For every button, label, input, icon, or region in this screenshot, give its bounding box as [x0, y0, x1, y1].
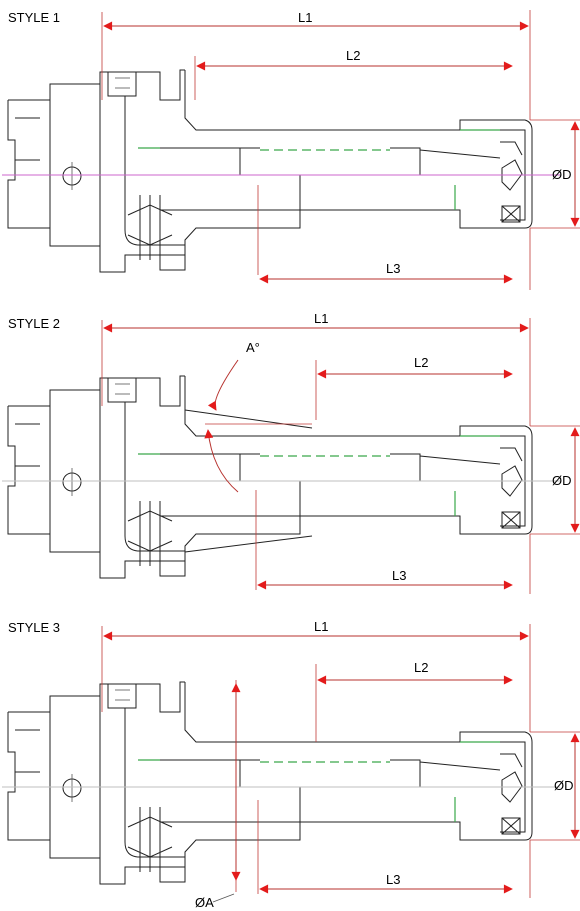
style-2-holder [7, 375, 533, 579]
style-2-l1-label: L1 [314, 311, 328, 326]
style-3-l3-label: L3 [386, 872, 400, 887]
style-3-group: STYLE 3 L1 L2 L3 ØD ØA [2, 619, 580, 910]
style-2-title: STYLE 2 [8, 316, 60, 331]
style-3-a-label: ØA [195, 895, 214, 910]
style-2-angle-arrow-top [207, 359, 239, 411]
style-2-group: STYLE 2 A° L1 L2 L3 ØD [2, 311, 580, 594]
style-2-l3-label: L3 [392, 568, 406, 583]
style-2-d-label: ØD [552, 473, 572, 488]
style-3-title: STYLE 3 [8, 620, 60, 635]
style-2-taper-top [184, 409, 313, 429]
style-1-group: STYLE 1 L1 L2 L3 ØD [2, 10, 580, 290]
style-1-d-label: ØD [552, 167, 572, 182]
style-1-l2-label: L2 [346, 48, 360, 63]
style-2-angle-arc [204, 429, 239, 493]
style-1-l1-label: L1 [298, 10, 312, 25]
style-2-l2-label: L2 [414, 355, 428, 370]
style-1-title: STYLE 1 [8, 10, 60, 25]
style-3-holder [7, 681, 533, 885]
style-3-l2-label: L2 [414, 660, 428, 675]
style-1-holder [7, 69, 533, 273]
style-2-angle-label: A° [246, 340, 260, 355]
style-3-l1-label: L1 [314, 619, 328, 634]
style-1-l3-label: L3 [386, 261, 400, 276]
style-3-d-label: ØD [554, 778, 574, 793]
style-3-a-leader [212, 893, 235, 903]
style-2-taper-bottom [184, 535, 313, 553]
